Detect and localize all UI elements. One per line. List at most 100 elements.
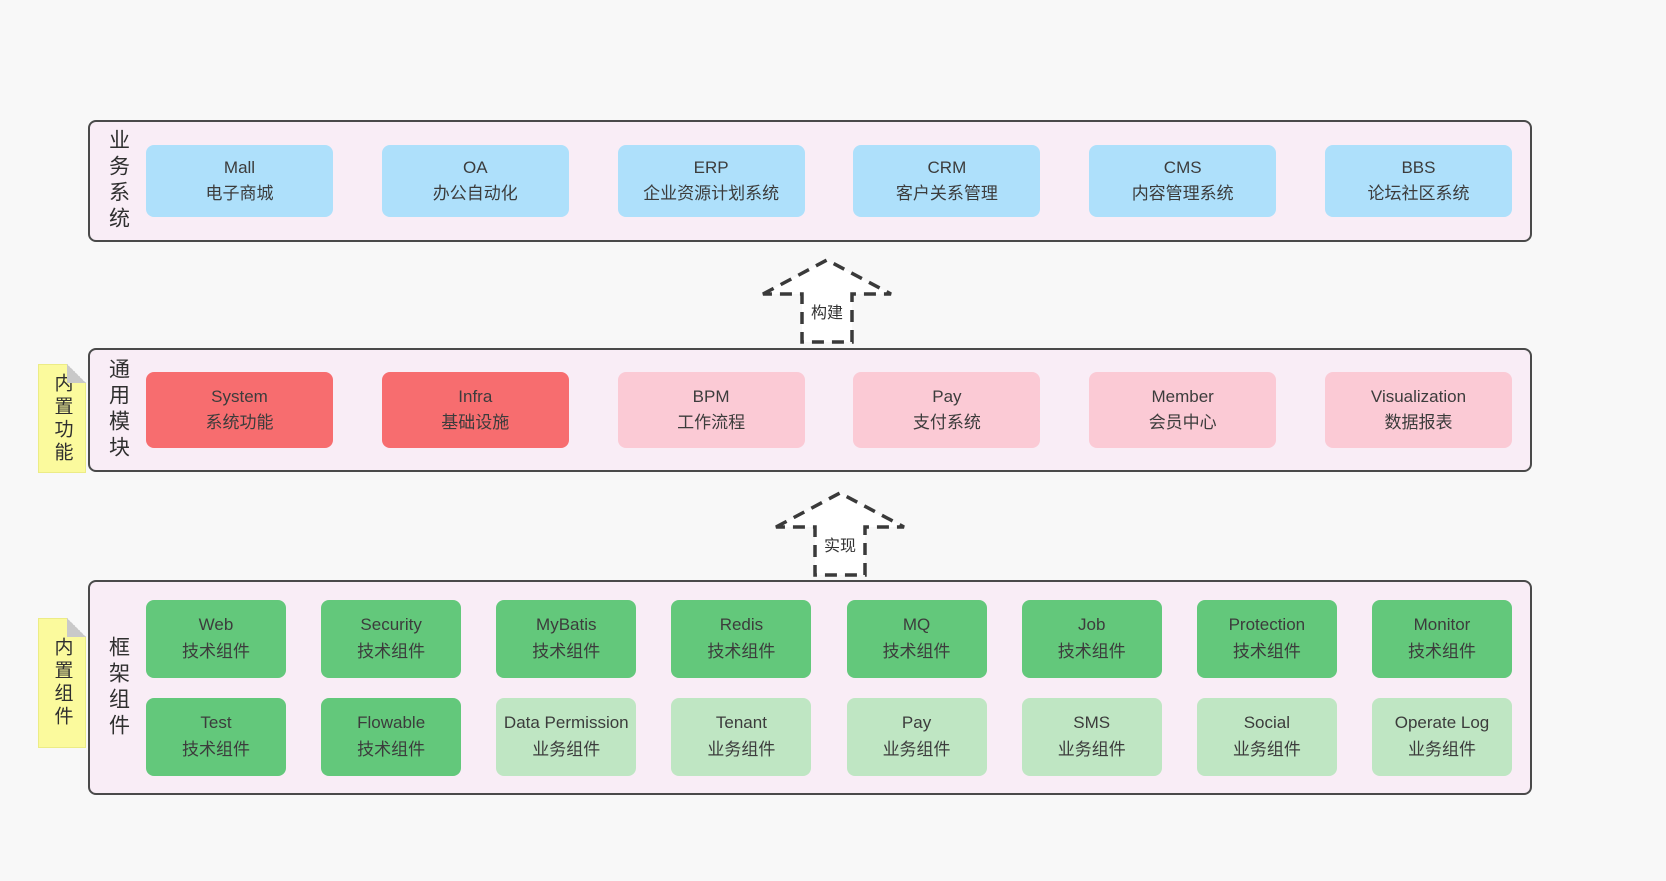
box-subtitle: 电子商城 (205, 184, 274, 203)
box-title: OA (463, 157, 488, 177)
box-subtitle: 企业资源计划系统 (643, 184, 780, 203)
box-subtitle: 技术组件 (357, 641, 426, 661)
box-oa: OA 办公自动化 (381, 145, 569, 217)
box-title: Pay (932, 386, 962, 406)
box-erp: ERP 企业资源计划系统 (617, 145, 805, 217)
box-title: BBS (1401, 157, 1436, 177)
box-data-permission: Data Permission 业务组件 (496, 697, 637, 776)
implement-arrow-label: 实现 (818, 531, 862, 557)
box-subtitle: 技术组件 (882, 641, 951, 661)
box-title: ERP (693, 157, 729, 177)
build-arrow: 构建 (757, 254, 897, 346)
box-subtitle: 支付系统 (912, 413, 981, 432)
box-subtitle: 业务组件 (1057, 739, 1126, 759)
box-subtitle: 系统功能 (205, 413, 274, 432)
box-title: CRM (927, 157, 967, 177)
box-mall: Mall 电子商城 (146, 145, 333, 217)
folded-corner (67, 364, 86, 383)
box-title: Job (1077, 615, 1106, 635)
box-subtitle: 业务组件 (882, 739, 951, 759)
box-sms: SMS 业务组件 (1021, 697, 1162, 776)
box-title: MQ (902, 615, 931, 635)
builtin-components-sticky: 内置组件 (38, 618, 86, 748)
business-systems-boxes: Mall 电子商城 OA 办公自动化 ERP 企业资源计划系统 CRM 客户关系… (146, 122, 1530, 240)
box-infra: Infra 基础设施 (381, 372, 569, 448)
box-title: Social (1243, 713, 1290, 733)
box-web: Web 技术组件 (146, 599, 286, 678)
components-row-2: Test 技术组件 Flowable 技术组件 Data Permission … (146, 697, 1512, 776)
build-arrow-label: 构建 (805, 298, 849, 324)
box-subtitle: 业务组件 (1407, 739, 1476, 759)
box-security: Security 技术组件 (321, 599, 462, 678)
business-systems-container: 业务系统 Mall 电子商城 OA 办公自动化 ERP 企业资源计划系统 CRM… (88, 120, 1532, 242)
box-title: Data Permission (503, 713, 629, 733)
box-subtitle: 技术组件 (532, 641, 601, 661)
box-member: Member 会员中心 (1089, 372, 1277, 448)
box-title: Test (200, 713, 232, 733)
box-title: Member (1151, 386, 1214, 406)
box-title: Web (198, 615, 234, 635)
common-modules-boxes: System 系统功能 Infra 基础设施 BPM 工作流程 Pay 支付系统… (146, 350, 1530, 470)
box-title: Infra (458, 386, 493, 406)
framework-components-label: 框架组件 (106, 635, 130, 740)
common-modules-label: 通用模块 (106, 358, 130, 462)
box-system: System 系统功能 (146, 372, 333, 448)
box-title: Redis (719, 615, 764, 635)
box-test: Test 技术组件 (146, 697, 286, 776)
box-subtitle: 业务组件 (707, 739, 776, 759)
box-subtitle: 基础设施 (441, 413, 510, 432)
box-subtitle: 办公自动化 (432, 184, 518, 203)
box-title: Flowable (357, 713, 426, 733)
box-subtitle: 数据报表 (1384, 413, 1453, 432)
box-title: Protection (1228, 615, 1306, 635)
box-crm: CRM 客户关系管理 (853, 145, 1041, 217)
builtin-features-label: 内置功能 (51, 372, 73, 465)
box-bbs: BBS 论坛社区系统 (1324, 145, 1512, 217)
box-cms: CMS 内容管理系统 (1089, 145, 1277, 217)
box-subtitle: 会员中心 (1148, 413, 1217, 432)
box-title: Visualization (1370, 386, 1467, 406)
box-pay-component: Pay 业务组件 (846, 697, 987, 776)
box-title: Pay (901, 713, 932, 733)
business-systems-label: 业务系统 (106, 129, 130, 233)
common-modules-container: 通用模块 System 系统功能 Infra 基础设施 BPM 工作流程 Pay… (88, 348, 1532, 472)
box-mybatis: MyBatis 技术组件 (496, 599, 637, 678)
box-bpm: BPM 工作流程 (617, 372, 805, 448)
box-title: Monitor (1413, 615, 1471, 635)
folded-corner (67, 618, 86, 637)
box-social: Social 业务组件 (1196, 697, 1337, 776)
box-flowable: Flowable 技术组件 (321, 697, 462, 776)
box-subtitle: 论坛社区系统 (1367, 184, 1470, 203)
framework-components-rows: Web 技术组件 Security 技术组件 MyBatis 技术组件 Redi… (146, 582, 1530, 793)
box-title: MyBatis (536, 615, 597, 635)
box-redis: Redis 技术组件 (671, 599, 812, 678)
box-subtitle: 业务组件 (532, 739, 601, 759)
box-subtitle: 技术组件 (707, 641, 776, 661)
box-mq: MQ 技术组件 (846, 599, 987, 678)
builtin-components-label: 内置组件 (51, 637, 73, 729)
box-visualization: Visualization 数据报表 (1324, 372, 1512, 448)
box-tenant: Tenant 业务组件 (671, 697, 812, 776)
box-protection: Protection 技术组件 (1196, 599, 1337, 678)
box-subtitle: 业务组件 (1232, 739, 1301, 759)
box-title: Operate Log (1394, 713, 1490, 733)
box-subtitle: 客户关系管理 (895, 184, 998, 203)
box-title: BPM (692, 386, 730, 406)
box-title: Mall (223, 157, 256, 177)
implement-arrow: 实现 (770, 487, 910, 579)
box-subtitle: 技术组件 (182, 739, 250, 759)
box-title: Tenant (715, 713, 767, 733)
framework-components-container: 框架组件 Web 技术组件 Security 技术组件 MyBatis 技术组件… (88, 580, 1532, 795)
box-subtitle: 内容管理系统 (1131, 184, 1234, 203)
box-subtitle: 技术组件 (1232, 641, 1301, 661)
box-subtitle: 技术组件 (1407, 641, 1476, 661)
box-subtitle: 技术组件 (1057, 641, 1126, 661)
box-subtitle: 工作流程 (677, 413, 746, 432)
components-row-1: Web 技术组件 Security 技术组件 MyBatis 技术组件 Redi… (146, 599, 1512, 678)
box-title: CMS (1163, 157, 1202, 177)
box-operate-log: Operate Log 业务组件 (1371, 697, 1512, 776)
box-pay-module: Pay 支付系统 (853, 372, 1041, 448)
box-title: Security (360, 615, 422, 635)
box-subtitle: 技术组件 (357, 739, 426, 759)
box-title: System (211, 386, 268, 406)
